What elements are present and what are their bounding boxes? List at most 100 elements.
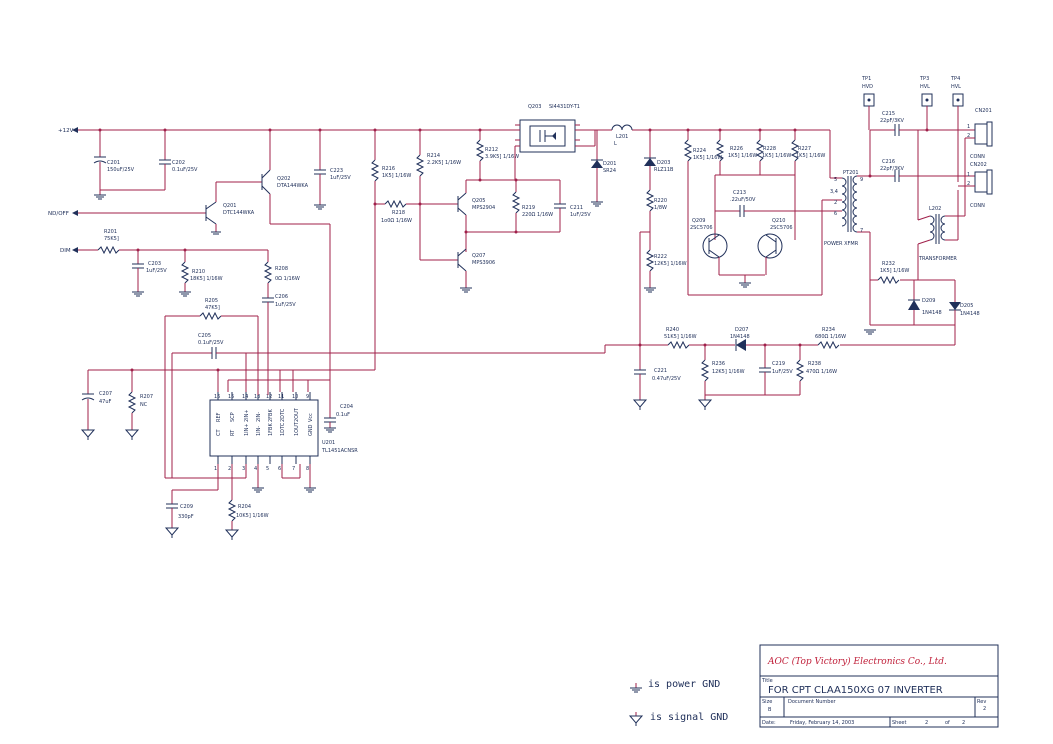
- c216-ref: C216: [882, 159, 895, 165]
- r236-val: 12K5] 1/16W: [712, 369, 745, 375]
- u201-pin-number: 7: [292, 466, 295, 472]
- c211-val: 1uF/25V: [570, 212, 591, 218]
- c205-ref: C205: [198, 333, 211, 339]
- pt201-transformer: [822, 130, 871, 325]
- svg-text:2: 2: [967, 133, 970, 139]
- c221-capacitor: [632, 345, 648, 410]
- c213-ref: C213: [733, 190, 746, 196]
- r201-resistor: [78, 245, 268, 255]
- u201-pin-name: 1DTC: [280, 422, 286, 436]
- tp1-val: HVD: [862, 84, 873, 90]
- q203-mosfet: [514, 119, 596, 180]
- net-onoff-label: ND/OFF: [48, 211, 69, 217]
- u201-pin-name: GND: [308, 424, 314, 436]
- d205-diode: [840, 280, 961, 346]
- u201-pin-number: 13: [254, 394, 260, 400]
- tp1-ref: TP1: [861, 76, 871, 82]
- osc-bias-resistors: [683, 130, 823, 296]
- c201-ref: C201: [107, 160, 120, 166]
- r220-ref: R220: [654, 198, 667, 204]
- u201-pin-name: 2FBK: [268, 409, 274, 422]
- net-v12-label: +12V: [58, 128, 74, 134]
- c201-capacitor: [93, 130, 107, 200]
- c202-val: 0.1uF/25V: [172, 167, 198, 173]
- u201-pin-name: 2IN-: [256, 412, 262, 422]
- r234-resistor: [817, 340, 840, 350]
- u201-pin-name: SCP: [230, 412, 236, 422]
- r205-val: 47K5]: [205, 305, 220, 311]
- cn201-val: CONN: [970, 154, 985, 160]
- l202-ref: L202: [929, 206, 941, 212]
- c216-val: 22pF/3KV: [880, 166, 905, 172]
- q207-val: MPS3906: [472, 260, 495, 266]
- svg-text:3,4: 3,4: [830, 189, 838, 195]
- u201-pin-number: 5: [266, 466, 269, 472]
- u201-pin-number: 16: [214, 394, 220, 400]
- u201-ic: [209, 399, 319, 457]
- d209-diode: [908, 280, 920, 325]
- d203-zener: [644, 130, 656, 190]
- u201-pin-number: 4: [254, 466, 257, 472]
- r218-ref: R218: [392, 210, 405, 216]
- c203-ref: C203: [148, 261, 161, 267]
- r238-ref: R238: [808, 361, 821, 367]
- r240-ref: R240: [666, 327, 679, 333]
- q201-ref: Q201: [223, 203, 236, 209]
- test-points: [863, 93, 964, 182]
- tb-size-label: Size: [762, 699, 772, 705]
- r214-resistor: [415, 130, 458, 261]
- u201-pin-name: 1FBK: [268, 423, 274, 436]
- d207-diode: [735, 339, 818, 351]
- u201-pin-number: 9: [306, 394, 309, 400]
- c205-val: 0.1uF/25V: [198, 340, 224, 346]
- q203-val: SI4431DY-T1: [549, 104, 580, 110]
- q207-transistor: [457, 248, 472, 293]
- u201-val: TL1451ACNSR: [321, 448, 358, 454]
- u201-pin-name: CT: [216, 429, 222, 436]
- c215-capacitor: [870, 124, 975, 136]
- c202-ref: C202: [172, 160, 185, 166]
- c221-val: 0.47uF/25V: [652, 376, 681, 382]
- q202-ref: Q202: [277, 176, 290, 182]
- r224-val: 1K5] 1/16W: [693, 155, 722, 161]
- d205-val: 1N4148: [960, 311, 980, 317]
- r224-ref: R224: [693, 148, 706, 154]
- r227-ref: R227: [798, 146, 811, 152]
- c221-ref: C221: [654, 368, 667, 374]
- d207-val: 1N4148: [730, 334, 750, 340]
- d203-val: RLZ11B: [654, 167, 674, 173]
- c206-ref: C206: [275, 294, 288, 300]
- net-dim-label: DIM: [60, 248, 71, 254]
- r216-resistor: [370, 130, 380, 370]
- r208-resistor: [263, 250, 273, 298]
- r226-ref: R226: [730, 146, 743, 152]
- tb-sheet-label: Sheet: [892, 720, 906, 726]
- q203-ref: Q203: [528, 104, 541, 110]
- c209-val: 330pF: [178, 514, 194, 520]
- c223-capacitor: [314, 130, 326, 210]
- tb-rev-label: Rev: [977, 699, 986, 705]
- cn202-connector: [958, 169, 993, 195]
- r212-val: 3.9K5] 1/16W: [485, 154, 519, 160]
- signal-gnd-symbol: [628, 712, 644, 726]
- q210-transistor: [739, 233, 783, 288]
- legend-power-gnd: is power GND: [648, 679, 720, 690]
- l202-transformer: [900, 130, 966, 281]
- u201-pin-number: 12: [266, 394, 272, 400]
- r222-resistor: [644, 249, 656, 293]
- r232-val: 1K5] 1/16W: [880, 268, 909, 274]
- r205-resistor: [164, 311, 259, 478]
- l201-ref: L201: [616, 134, 628, 140]
- r219-ref: R219: [522, 205, 535, 211]
- u201-pin-number: 11: [278, 394, 284, 400]
- r238-resistor: [795, 345, 805, 395]
- r222-val: 12K5] 1/16W: [654, 261, 687, 267]
- c211-capacitor: [554, 180, 566, 232]
- q201-transistor: [78, 181, 262, 235]
- tb-of: 2: [962, 720, 965, 726]
- tb-doc-label: Document Number: [788, 699, 837, 705]
- c223-val: 1uF/25V: [330, 175, 351, 181]
- u201-pin-number: 10: [292, 394, 298, 400]
- title-block: [759, 644, 999, 728]
- r204-ref: R204: [238, 504, 251, 510]
